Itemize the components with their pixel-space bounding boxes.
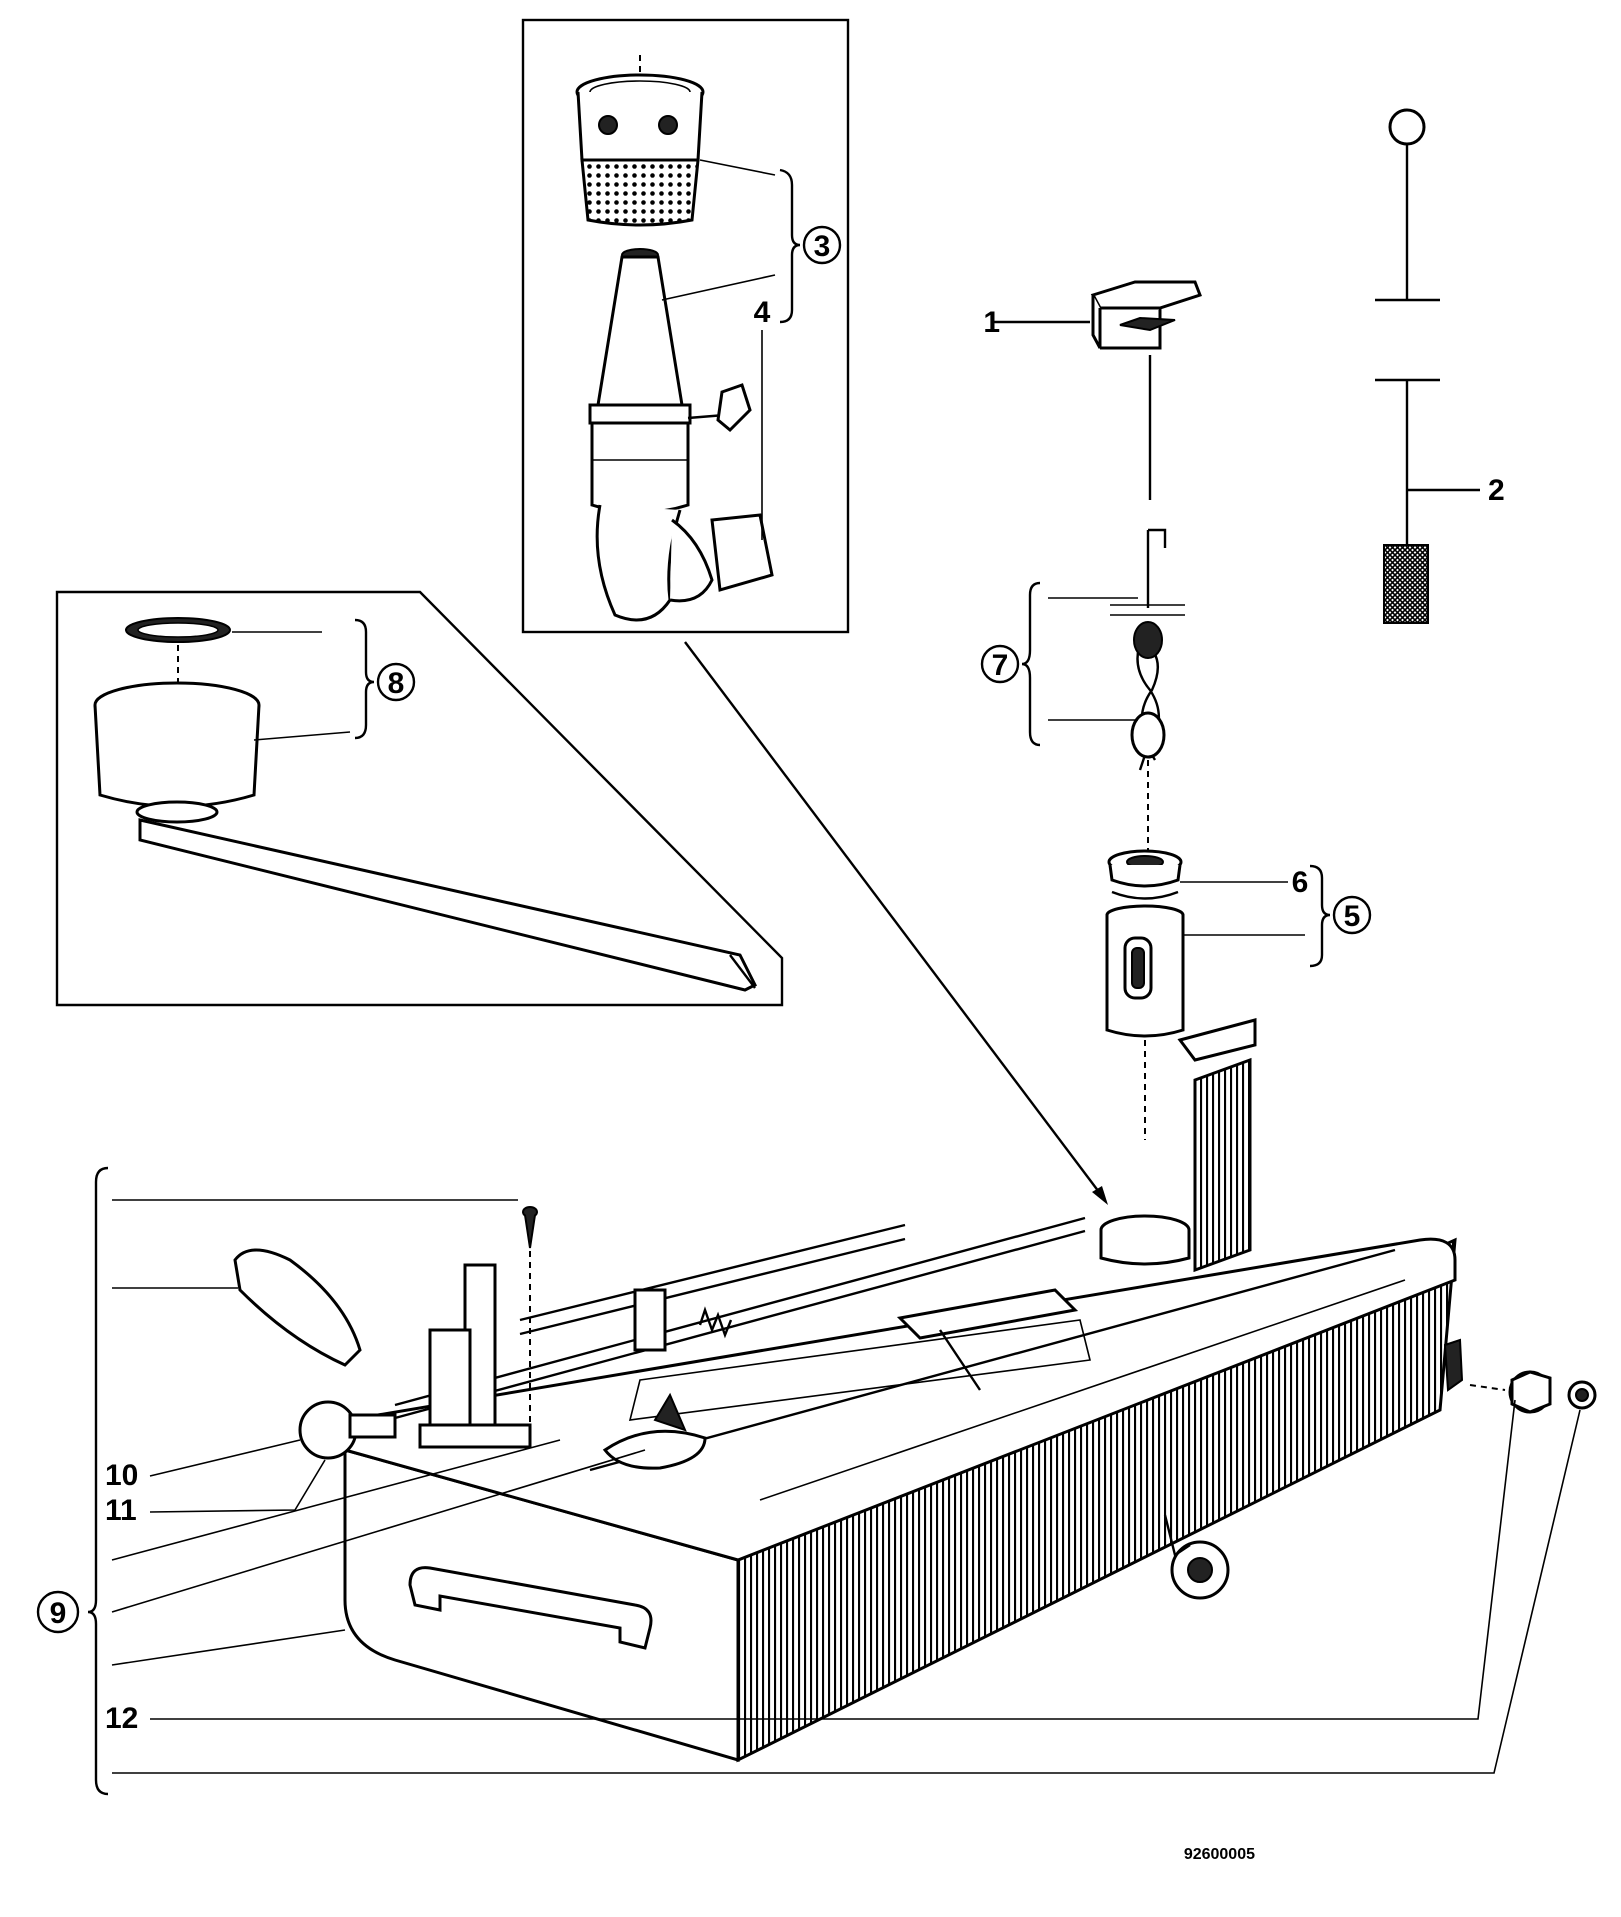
callout-3-circle [802, 225, 842, 265]
callout-12: 12 [105, 1702, 138, 1735]
filter-inset: 3 4 [521, 18, 850, 634]
callout-8-circle [376, 662, 416, 702]
brace-3 [779, 168, 801, 324]
brace-8 [354, 618, 375, 740]
callout-5: 5 [1344, 900, 1361, 933]
filter-funnel [588, 248, 774, 622]
oil-cup-inset: 8 [55, 590, 784, 1007]
assembly-9-callouts: 9 10 11 12 [36, 1166, 1581, 1796]
sight-tube: 6 5 [1105, 849, 1372, 1140]
callout-5-circle [1332, 895, 1372, 935]
callout-10: 10 [105, 1459, 138, 1492]
oil-cup [93, 681, 758, 992]
filter-inset-frame [521, 18, 850, 634]
callout-1: 1 [983, 306, 1000, 339]
callout-7: 7 [992, 649, 1009, 682]
strainer-cup [575, 73, 705, 227]
callout-8: 8 [388, 667, 405, 700]
drawing-number: 92600005 [1184, 1846, 1255, 1863]
callout-3: 3 [814, 230, 831, 263]
callout-6: 6 [1292, 866, 1309, 899]
clip-part: 1 [983, 280, 1202, 500]
callout-2: 2 [1488, 474, 1505, 507]
oil-cup-inset-frame [55, 590, 784, 1007]
brace-5 [1309, 864, 1331, 968]
wick-assembly: 7 [980, 528, 1185, 860]
brace-7 [1021, 581, 1041, 747]
callout-7-circle [980, 644, 1020, 684]
brace-9 [87, 1166, 109, 1796]
callout-11: 11 [105, 1494, 137, 1527]
cleaning-brush: 2 [1375, 108, 1505, 624]
oil-pan [233, 641, 1597, 1763]
callout-9: 9 [50, 1597, 67, 1630]
callout-9-circle [36, 1590, 80, 1634]
callout-4: 4 [754, 296, 771, 329]
